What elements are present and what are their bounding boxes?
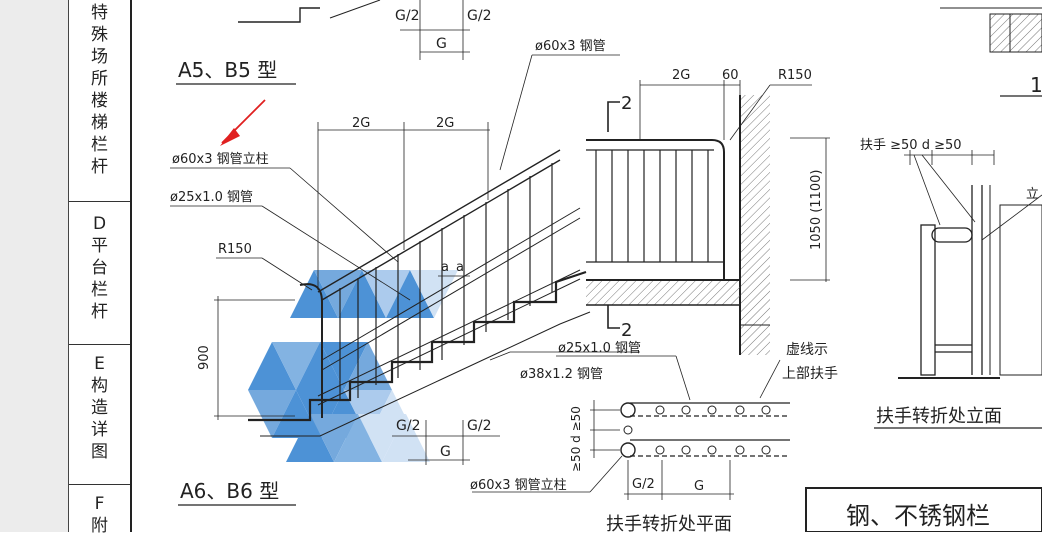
turn-elev-title: 扶手转折处立面 [876, 406, 1002, 427]
dim-g2: G/2 [467, 8, 491, 24]
dim-a: a [456, 260, 464, 275]
vertical-mark: 立 [1026, 187, 1039, 202]
turn-plan [472, 355, 790, 500]
tab-char: 图 [91, 442, 108, 462]
tab-letter: D [92, 214, 107, 234]
dim-2g: 2G [672, 68, 690, 83]
type-label-a5b5: A5、B5 型 [178, 58, 277, 82]
dim-g: G [436, 36, 447, 52]
dim-1050: 1050 (1100) [809, 170, 824, 250]
index-one: 1 [1030, 73, 1042, 97]
tab-char: 附 [91, 516, 108, 536]
note-dashed-1: 虚线示 [786, 342, 828, 358]
tab-letter: E [94, 354, 105, 374]
chapter-tabs: 特 殊 场 所 楼 梯 栏 杆 D 平 台 栏 杆 E 构 造 详 图 F 附 [68, 0, 132, 536]
tab-char: 详 [91, 420, 108, 440]
section-mark: 2 [621, 93, 632, 114]
dim-2g: 2G [436, 116, 454, 131]
tab-char: 杆 [91, 302, 108, 322]
dim-a: a [441, 260, 449, 275]
note-dashed-2: 上部扶手 [782, 366, 838, 382]
dim-2g: 2G [352, 116, 370, 131]
dim-g2: G/2 [467, 418, 491, 434]
chapter-tab-f[interactable]: F 附 [69, 485, 130, 536]
type-label-a6b6: A6、B6 型 [180, 479, 279, 503]
plan-spacing: ≥50 d ≥50 [569, 406, 583, 472]
label-pipe-60-top: ø60x3 钢管 [535, 39, 606, 54]
top-right-fragment [940, 7, 1042, 97]
label-pipe-25-plan: ø25x1.0 钢管 [558, 341, 641, 356]
tab-char: 所 [91, 69, 108, 89]
page-margin [0, 0, 68, 532]
label-post-60-bottom: ø60x3 钢管立柱 [470, 478, 567, 493]
top-stair-fragment [238, 0, 470, 60]
tab-letter: F [94, 494, 105, 514]
section-mark: 2 [621, 320, 632, 341]
tab-char: 场 [91, 47, 108, 67]
tab-char: 造 [91, 398, 108, 418]
tab-char: 楼 [91, 91, 108, 111]
dim-g: G [440, 444, 451, 460]
sheet-title: 钢、不锈钢栏 [846, 502, 990, 530]
tab-char: 栏 [91, 280, 108, 300]
dim-g2: G/2 [396, 418, 420, 434]
label-pipe-25: ø25x1.0 钢管 [170, 190, 253, 205]
tab-char: 栏 [91, 135, 108, 155]
tab-char: 殊 [91, 25, 108, 45]
label-r150: R150 [218, 242, 252, 257]
dim-g2: G/2 [632, 477, 655, 492]
label-pipe-38: ø38x1.2 钢管 [520, 367, 603, 382]
dim-60: 60 [722, 68, 739, 83]
dim-g: G [694, 479, 704, 494]
turn-plan-title: 扶手转折处平面 [606, 514, 732, 532]
chapter-tab-special[interactable]: 特 殊 场 所 楼 梯 栏 杆 [69, 0, 130, 202]
tab-char: 杆 [91, 157, 108, 177]
red-arrow-head [220, 128, 240, 146]
stair-elevation [170, 54, 640, 465]
tab-char: 平 [91, 236, 108, 256]
handrail-spacing: 扶手 ≥50 d ≥50 [860, 138, 962, 153]
turn-elevation [898, 150, 1042, 379]
tab-char: 台 [91, 258, 108, 278]
tab-char: 构 [91, 376, 108, 396]
dim-g2: G/2 [395, 8, 419, 24]
label-post-60: ø60x3 钢管立柱 [172, 152, 269, 167]
tab-char: 梯 [91, 113, 108, 133]
chapter-tab-e[interactable]: E 构 造 详 图 [69, 345, 130, 485]
label-r150-section: R150 [778, 68, 812, 83]
chapter-tab-d[interactable]: D 平 台 栏 杆 [69, 205, 130, 345]
title-block [805, 487, 1042, 532]
dim-900: 900 [197, 345, 212, 370]
drawing-canvas: G/2 G/2 G A5、B5 型 [170, 0, 1042, 532]
tab-char: 特 [91, 3, 108, 23]
section-2-2 [586, 80, 830, 355]
